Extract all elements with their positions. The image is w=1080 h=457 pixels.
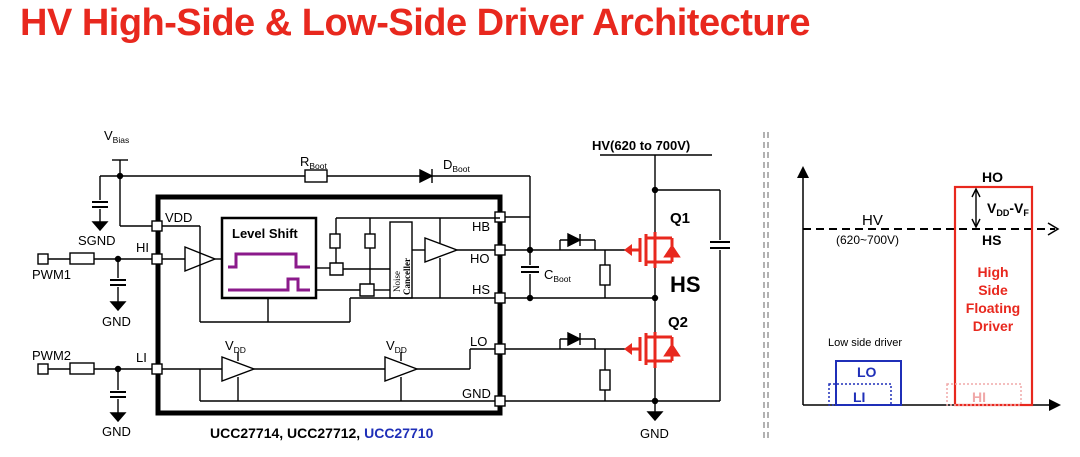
svg-text:VDD-VF: VDD-VF [987,200,1029,218]
q1-mosfet [624,232,681,268]
svg-text:High: High [977,264,1008,280]
li-pulse [828,383,892,406]
dboot-diode [419,168,434,184]
svg-text:Low side driver: Low side driver [828,337,902,349]
svg-text:GND: GND [640,426,669,441]
svg-text:DBoot: DBoot [443,157,471,174]
page-title: HV High-Side & Low-Side Driver Architect… [20,2,811,44]
waveform-panel: HO VDD-VF HV (620~700V) HS High Side Flo… [797,166,1061,411]
svg-text:LI: LI [136,350,147,365]
svg-text:HS: HS [982,232,1001,248]
svg-text:Q1: Q1 [670,210,690,227]
driver-schematic [37,154,730,423]
svg-text:RBoot: RBoot [300,154,328,171]
svg-text:GND: GND [102,314,131,329]
schematic-labels: VBias RBoot DBoot HV(620 to 700V) SGND P… [32,128,701,441]
svg-text:LO: LO [470,334,487,349]
svg-text:GND: GND [462,386,491,401]
svg-text:Driver: Driver [973,318,1014,334]
svg-text:HB: HB [472,219,490,234]
svg-text:HV: HV [862,212,883,229]
hi-pulse [946,383,1022,406]
rboot-resistor [304,169,328,183]
svg-text:CBoot: CBoot [544,267,572,284]
svg-text:Q2: Q2 [668,314,688,331]
svg-text:VDD: VDD [386,338,407,355]
svg-text:Side: Side [978,282,1008,298]
svg-text:Canceller: Canceller [402,258,412,295]
part-numbers: UCC27714, UCC27712, UCC27710 [210,425,434,441]
svg-text:SGND: SGND [78,233,116,248]
svg-text:LI: LI [853,389,865,405]
svg-text:GND: GND [102,424,131,439]
svg-text:Floating: Floating [966,300,1020,316]
svg-text:HI: HI [136,240,149,255]
q2-mosfet [624,332,681,368]
hv-supply-label: HV(620 to 700V) [592,138,690,153]
svg-text:PWM1: PWM1 [32,267,71,282]
svg-text:(620~700V): (620~700V) [836,233,899,247]
hs-node-label: HS [670,272,701,297]
svg-text:LO: LO [857,364,877,380]
svg-text:VDD: VDD [165,210,192,225]
svg-text:HO: HO [470,251,490,266]
svg-text:VBias: VBias [104,128,129,145]
svg-text:HS: HS [472,282,490,297]
svg-text:PWM2: PWM2 [32,348,71,363]
high-side-pulse [953,185,1034,407]
svg-text:HO: HO [982,169,1003,185]
level-shift-label: Level Shift [232,226,298,241]
svg-text:VDD: VDD [225,338,246,355]
driver-ic-outline [155,194,503,416]
svg-text:HI: HI [972,389,986,405]
svg-text:Noise: Noise [392,271,402,292]
separator [763,132,769,440]
